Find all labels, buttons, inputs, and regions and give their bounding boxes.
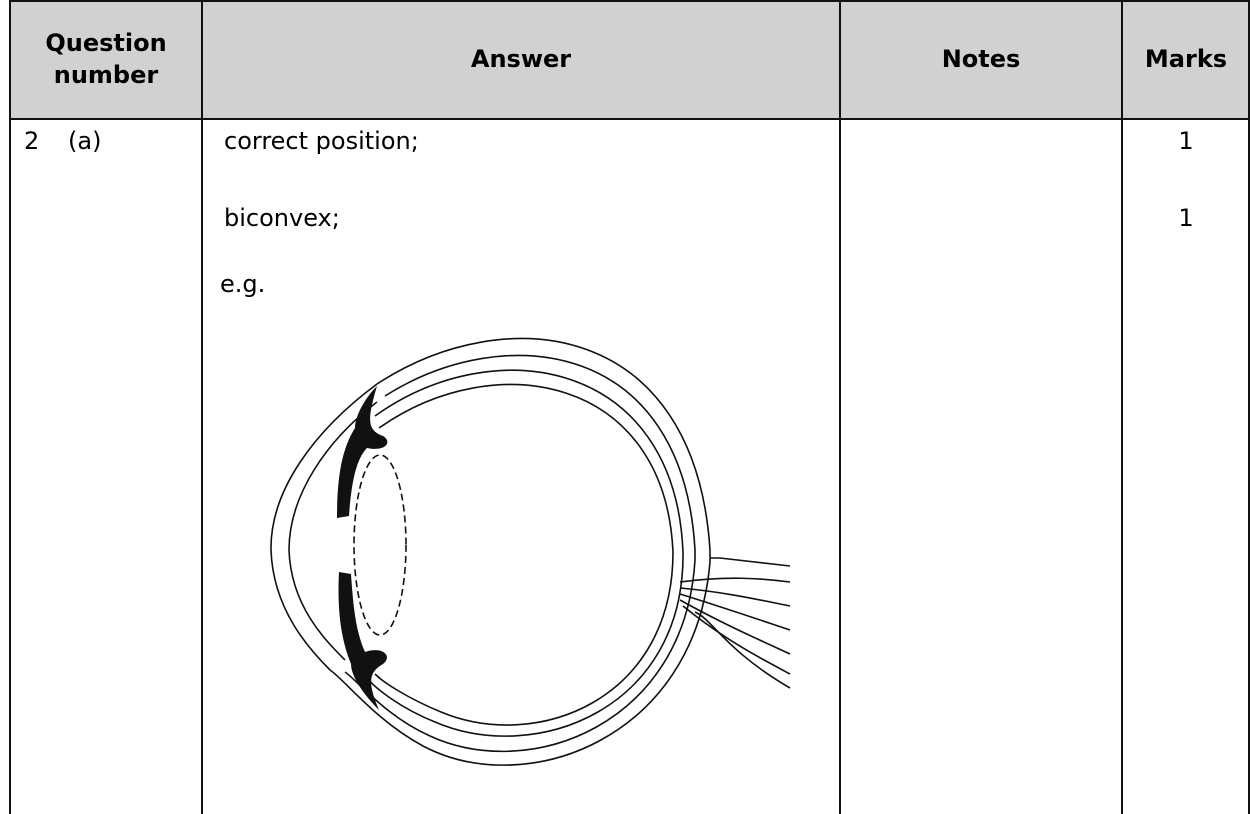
optic-nerve-top [710,557,791,567]
header-answer-label: Answer [470,45,572,73]
header-marks: Marks [1122,0,1250,118]
header-notes-label: Notes [941,45,1021,73]
cornea-inner-line [288,401,378,661]
optic-nerve-fiber-5 [682,605,791,675]
table-left-border [9,0,11,814]
optic-nerve-fiber-2 [679,587,791,607]
answer-line-biconvex: biconvex; [224,204,340,232]
iris-lower [338,572,387,710]
header-bottom-border [10,118,1250,120]
optic-nerve-fiber-4 [679,599,791,655]
header-question-number: Question number [10,0,202,118]
column-divider-marks [1121,0,1123,814]
optic-nerve-fiber-1 [679,577,791,583]
header-marks-label: Marks [1144,45,1228,73]
optic-nerve-fiber-3 [679,593,791,631]
question-number: 2 [24,127,40,155]
mark-biconvex: 1 [1178,204,1194,232]
eye-cross-section-diagram-icon [270,337,791,766]
optic-nerve-bottom [694,611,791,689]
header-question-number-label: Question number [45,29,167,89]
example-label: e.g. [220,270,266,298]
table-top-border [10,0,1250,2]
table-right-border [1248,0,1250,814]
column-divider-notes [839,0,841,814]
iris-upper [337,386,388,518]
column-divider-answer [201,0,203,814]
retina-outer-line [366,369,684,737]
sclera-outer-line [329,337,711,766]
question-part: (a) [68,127,102,155]
header-notes: Notes [840,0,1122,118]
answer-line-correct-position: correct position; [224,127,419,155]
retina-inner-line [374,383,674,726]
mark-correct-position: 1 [1178,127,1194,155]
sclera-inner-line [344,354,696,753]
lens-outline [353,454,407,636]
header-answer: Answer [202,0,840,118]
cornea-outer-line [270,383,378,671]
